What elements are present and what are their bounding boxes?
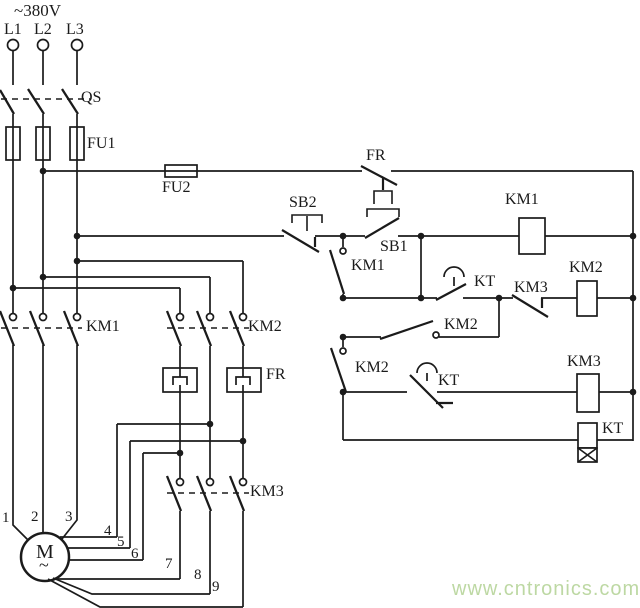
km1-main-contacts-icon — [0, 310, 82, 347]
sb1-start-button-icon — [364, 190, 400, 239]
km2-feed-wires — [13, 260, 244, 313]
km3-nc-contact-label: KM3 — [514, 279, 548, 296]
fr-heater-icons — [162, 346, 262, 478]
sb2-label: SB2 — [289, 194, 317, 211]
fu2-label: FU2 — [162, 179, 191, 196]
fu2-fuse-icon — [164, 164, 198, 178]
fu1-label: FU1 — [87, 135, 116, 152]
motor-terminal-5: 5 — [117, 534, 125, 550]
motor-terminal-6: 6 — [131, 546, 139, 562]
control-top-line — [43, 164, 634, 441]
sb2-stop-button-icon — [281, 214, 323, 253]
motor-terminal-2: 2 — [31, 509, 39, 525]
mid-tap-wires — [60, 423, 243, 561]
control-row-2 — [343, 266, 633, 318]
kt-coil-icon — [577, 422, 598, 463]
km3-main-contacts-icon — [165, 475, 249, 607]
watermark: www.cntronics.com — [452, 578, 640, 600]
km3-coil-label: KM3 — [567, 353, 601, 370]
km3-coil-icon — [576, 373, 600, 413]
phase-wires — [12, 50, 78, 541]
km1-coil-label: KM1 — [505, 191, 539, 208]
fu1-fuse-icons — [5, 126, 85, 161]
phase-l1-label: L1 — [4, 21, 22, 38]
km2-coil-icon — [576, 280, 598, 317]
kt-delay-no-contact-icon — [435, 266, 467, 301]
motor-terminal-7: 7 — [165, 556, 173, 572]
motor-terminal-3: 3 — [65, 509, 73, 525]
motor-bottom-wires — [47, 577, 243, 608]
fr-contact-label: FR — [366, 147, 386, 164]
motor-terminal-8: 8 — [194, 567, 202, 583]
km2-nc-contact-icon — [329, 337, 348, 440]
motor-circle-icon — [19, 531, 71, 583]
supply-terminal-icons — [6, 38, 84, 52]
control-row-1 — [77, 190, 633, 255]
km2-no-contact-label: KM2 — [444, 316, 478, 333]
kt-nc-contact-label: KT — [438, 372, 460, 389]
qs-switch-icon — [0, 88, 90, 115]
km1-main-label: KM1 — [86, 318, 120, 335]
km2-no-contact-icon — [343, 298, 500, 341]
fr-main-label: FR — [266, 366, 286, 383]
motor-symbol-label: M — [36, 541, 54, 563]
supply-voltage-label: ~380V — [14, 1, 61, 20]
junction-dots — [9, 167, 637, 457]
motor-terminal-4: 4 — [104, 523, 112, 539]
km2-main-contacts-icon — [165, 310, 249, 347]
km2-coil-label: KM2 — [569, 259, 603, 276]
control-row-4 — [343, 362, 633, 413]
kt-no-contact-label: KT — [474, 273, 496, 290]
km2-nc-contact-label: KM2 — [355, 359, 389, 376]
km1-coil-icon — [518, 217, 546, 255]
kt-delay-nc-contact-icon — [409, 362, 453, 409]
motor-ac-mark: ~ — [39, 555, 49, 575]
qs-label: QS — [81, 89, 102, 106]
phase-l2-label: L2 — [34, 21, 52, 38]
km1-aux-label: KM1 — [351, 257, 385, 274]
km3-nc-contact-icon — [511, 294, 549, 318]
km3-main-label: KM3 — [250, 483, 284, 500]
km2-main-label: KM2 — [248, 318, 282, 335]
motor-terminal-9: 9 — [212, 579, 220, 595]
fr-nc-contact-icon — [360, 165, 398, 190]
motor-terminal-1: 1 — [2, 510, 10, 526]
control-row-5 — [343, 422, 633, 463]
phase-l3-label: L3 — [66, 21, 84, 38]
sb1-label: SB1 — [380, 238, 408, 255]
kt-coil-label: KT — [602, 420, 624, 437]
